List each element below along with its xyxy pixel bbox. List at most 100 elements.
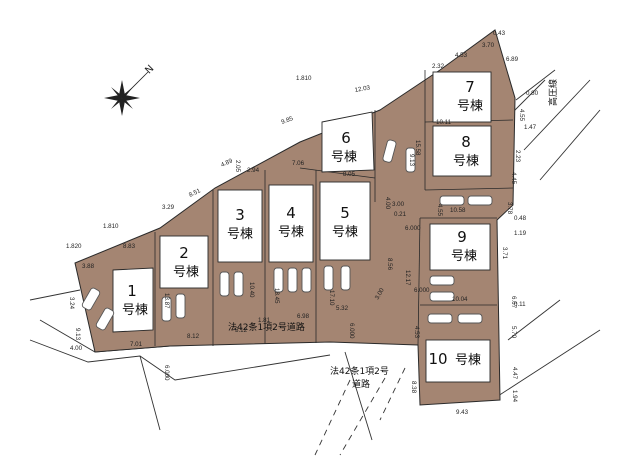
dimension-label: 10.40 <box>248 282 255 298</box>
house-2[interactable]: 2 号棟 <box>159 235 209 289</box>
road-label-main: 法42条1項2号道路 <box>228 321 305 333</box>
house-number: 1 <box>127 282 137 300</box>
house-10[interactable]: 10 号棟 <box>425 339 491 383</box>
dimension-label: 1.19 <box>514 230 527 237</box>
dimension-label: 4.55 <box>436 204 443 217</box>
dimension-label: 4.45 <box>510 172 517 185</box>
dimension-label: 9.85 <box>280 115 294 126</box>
house-label: 号棟 <box>227 227 253 242</box>
dimension-label: 1.810 <box>296 75 312 82</box>
dimension-label: 6.000 <box>414 287 430 294</box>
house-number: 6 <box>341 129 351 147</box>
dimension-label: 6.000 <box>163 365 170 381</box>
house-number: 7 <box>465 78 475 96</box>
dimension-label: 3.29 <box>162 204 175 211</box>
dimension-label: 18.45 <box>273 288 280 304</box>
dimension-label: 9.13 <box>408 154 415 167</box>
dimension-label: 7.06 <box>292 160 305 167</box>
dimension-label: 1.47 <box>524 124 537 131</box>
parking-cars <box>81 139 493 331</box>
dimension-label: 0.21 <box>394 211 407 218</box>
house-number: 3 <box>235 206 245 224</box>
dimension-label: 7.01 <box>130 341 143 348</box>
dimension-label: 0.48 <box>514 215 527 222</box>
house-label: 号棟 <box>122 303 148 318</box>
dimension-label: 8.56 <box>386 258 393 271</box>
dimension-label: 4.47 <box>511 367 518 380</box>
dimension-label: 4.00 <box>384 197 391 210</box>
lot-divisions <box>154 70 514 346</box>
house-5[interactable]: 5 号棟 <box>319 181 371 261</box>
dimension-label: 8.83 <box>123 243 136 250</box>
dimension-label: 9.13 <box>74 328 81 341</box>
dimension-label: 10.58 <box>450 207 466 214</box>
dimension-label: 6.000 <box>405 225 421 232</box>
house-label: 号棟 <box>332 225 358 240</box>
dimension-label: 2.05 <box>234 160 241 173</box>
dimension-label: 4.00 <box>70 345 83 352</box>
dimension-label: 4.53 <box>455 52 468 59</box>
house-number: 10 <box>428 350 447 368</box>
house-label: 号棟 <box>451 249 477 264</box>
dimension-label: 9.43 <box>456 409 469 416</box>
house-number: 5 <box>340 204 350 222</box>
house-label: 号棟 <box>173 265 199 280</box>
dimension-label: 6.000 <box>348 323 355 339</box>
house-1[interactable]: 1 号棟 <box>112 267 154 333</box>
dimension-label: 4.53 <box>413 326 420 339</box>
dimension-label: 2.23 <box>514 150 521 163</box>
house-3[interactable]: 3 号棟 <box>217 189 263 263</box>
dimension-label: 6.98 <box>297 313 310 320</box>
compass-rose-icon: N <box>104 63 156 116</box>
house-number: 9 <box>457 228 467 246</box>
dimension-label: 10.04 <box>452 296 468 303</box>
house-number: 4 <box>286 204 296 222</box>
road-label-lower-2: 道路 <box>352 378 370 390</box>
dimension-label: 1.81 <box>258 317 271 324</box>
dimension-label: 3.24 <box>68 297 75 310</box>
road-label-east: 高圧線 <box>547 79 559 106</box>
dimension-label: 3.71 <box>501 247 508 260</box>
dimension-label: 5.70 <box>510 326 517 339</box>
dimension-label: 8.12 <box>187 333 200 340</box>
dimension-label: 15.58 <box>414 140 421 156</box>
dimension-label: 13.87 <box>163 293 170 309</box>
house-label: 号棟 <box>453 154 479 169</box>
dimension-labels: 0.43 6.89 3.70 4.53 2.32 0.80 4.55 1.47 2.23 1 2.0… <box>66 30 539 416</box>
dimension-label: 4.55 <box>518 109 525 122</box>
dimension-label: 6.89 <box>506 56 519 63</box>
dimension-label: 2.32 <box>432 63 445 70</box>
house-9[interactable]: 9 号棟 <box>429 223 491 271</box>
dimension-label: 5.32 <box>336 305 349 312</box>
dimension-label: 3.00 <box>392 201 405 208</box>
dimension-label: 17.10 <box>328 290 335 306</box>
house-4[interactable]: 4 号棟 <box>268 184 314 263</box>
house-label: 号棟 <box>278 225 304 240</box>
dimension-label: 3.70 <box>482 42 495 49</box>
dimension-label: 6.67 <box>510 296 517 309</box>
house-label: 号棟 <box>331 150 357 165</box>
dimension-label: 1.820 <box>66 243 82 250</box>
road-label-lower-1: 法42条1項2号 <box>330 365 389 377</box>
house-label: 号棟 <box>455 353 481 368</box>
dimension-label: 0.43 <box>493 30 506 37</box>
house-label: 号棟 <box>457 99 483 114</box>
dimension-label: 8.05 <box>343 171 356 178</box>
house-8[interactable]: 8 号棟 <box>432 125 492 177</box>
dimension-label: 4.89 <box>220 157 234 169</box>
dimension-label: 1.810 <box>103 223 119 230</box>
dimension-label: 10.11 <box>436 119 452 126</box>
house-7[interactable]: 7 号棟 <box>432 71 492 123</box>
dimension-label: 5.12 <box>235 327 248 334</box>
dimension-label: 8.51 <box>188 187 202 199</box>
dimension-label: 0.80 <box>526 90 539 97</box>
dimension-label: 3.88 <box>82 263 95 270</box>
dimension-label: 0.11 <box>514 301 526 308</box>
dimension-label: 3.78 <box>506 202 513 215</box>
house-number: 8 <box>461 133 471 151</box>
dimension-label: 1.94 <box>511 390 518 403</box>
dimension-label: 2.94 <box>247 167 260 174</box>
house-6[interactable]: 6 号棟 <box>321 111 375 173</box>
dimension-label: 12.17 <box>404 270 411 286</box>
